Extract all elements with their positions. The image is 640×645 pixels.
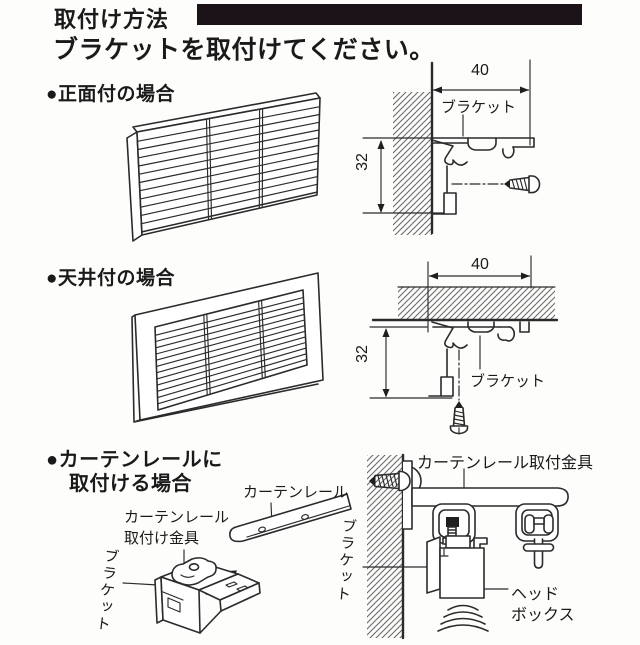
ceiling-mount-blind-illustration [120,266,340,430]
title-bar [197,4,582,25]
rail-fitting-label-line2: 取付け金具 [124,527,199,548]
rail-fitting-label-line1: カーテンレール [124,506,229,527]
curtain-rail-section-diagram [335,450,640,640]
rail-fitting-label-right: カーテンレール取付金具 [417,449,593,473]
ceiling-mount-section-diagram [350,252,640,444]
front-mount-section-diagram [350,55,640,255]
dimension-height-front: 32 [354,144,372,180]
dimension-width-front: 40 [455,62,505,80]
front-mount-blind-illustration [110,85,340,250]
bracket-label-front: ブラケット [441,96,516,117]
dimension-width-ceiling: 40 [455,256,505,274]
curtain-rail-label: カーテンレール [243,481,348,502]
dimension-height-ceiling: 32 [354,336,372,372]
section-heading-curtain-rail-line2: 取付ける場合 [69,467,192,496]
headbox-label-line2: ボックス [511,601,575,625]
bracket-label-ceiling: ブラケット [470,370,545,391]
